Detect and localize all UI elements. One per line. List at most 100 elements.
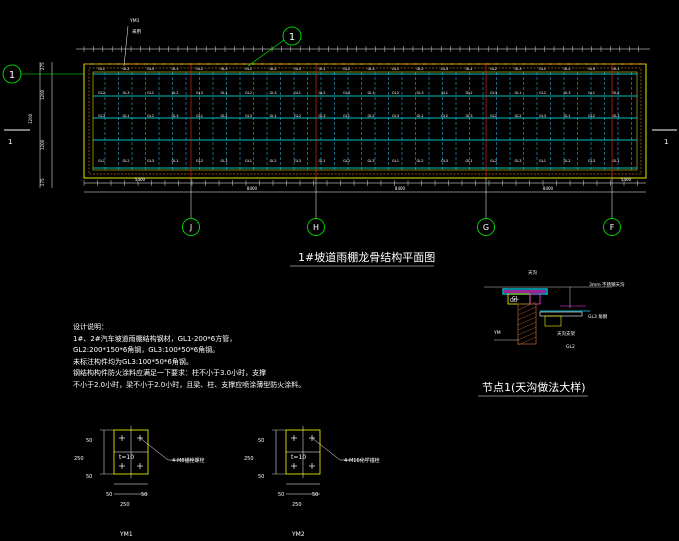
svg-text:GL3: GL3 — [368, 67, 375, 71]
svg-text:GL3: GL3 — [368, 159, 375, 163]
top-label: YM1 — [129, 18, 140, 24]
svg-text:GL2: GL2 — [270, 159, 277, 163]
plate2-bolt: 4-M16化学锚栓 — [344, 457, 380, 464]
purlins — [104, 72, 632, 170]
svg-text:GL1: GL1 — [196, 114, 203, 118]
notes-heading: 设计说明： — [73, 323, 108, 331]
dim-l2: 1200 — [40, 89, 45, 100]
svg-text:GL3: GL3 — [588, 67, 595, 71]
svg-text:GL3: GL3 — [588, 159, 595, 163]
svg-text:GL1: GL1 — [466, 159, 473, 163]
svg-text:GL2: GL2 — [613, 91, 620, 95]
svg-text:GL3: GL3 — [98, 114, 105, 118]
svg-text:H: H — [313, 223, 319, 232]
dim-l4: 1200 — [40, 139, 45, 150]
svg-text:GL3: GL3 — [441, 159, 448, 163]
svg-text:GL2: GL2 — [270, 67, 277, 71]
svg-text:GL1: GL1 — [613, 67, 620, 71]
plate1-t: t=10 — [119, 454, 134, 461]
svg-text:GL2: GL2 — [515, 114, 522, 118]
dim-l5: 275 — [40, 178, 45, 186]
svg-text:GL2: GL2 — [417, 159, 424, 163]
canopy-frame-outer — [83, 63, 647, 179]
svg-text:GL2: GL2 — [466, 91, 473, 95]
svg-text:GL2: GL2 — [245, 91, 252, 95]
svg-text:GL1: GL1 — [539, 67, 546, 71]
svg-text:GL2: GL2 — [441, 114, 448, 118]
plate1-dim-b2: 50 — [141, 492, 147, 498]
plate2-name: YM2 — [291, 531, 305, 538]
dim-l3: 1200 — [28, 113, 33, 124]
svg-text:GL3: GL3 — [294, 67, 301, 71]
section-right: 1 — [664, 138, 668, 146]
svg-text:GL1: GL1 — [392, 67, 399, 71]
plate1-name: YM1 — [119, 531, 133, 538]
svg-text:GL2: GL2 — [123, 159, 130, 163]
section-left: 1 — [8, 138, 12, 146]
node-label-ym: YM — [493, 330, 501, 336]
plate2-dim-b2: 50 — [312, 492, 318, 498]
svg-text:GL3: GL3 — [294, 159, 301, 163]
plate1-dim-bot: 50 — [86, 474, 92, 480]
plate2-dim-b1: 50 — [278, 492, 284, 498]
svg-text:GL1: GL1 — [368, 91, 375, 95]
base-plate-ym2 — [272, 426, 366, 495]
svg-text:GL3: GL3 — [466, 114, 473, 118]
callout-left-num: 1 — [9, 70, 15, 81]
notes-line-5: 不小于2.0小时，梁不小于2.0小时，且梁、柱、支撑应喷涂薄型防火涂料。 — [73, 380, 306, 389]
svg-text:GL3: GL3 — [221, 67, 228, 71]
svg-text:GL1: GL1 — [392, 159, 399, 163]
svg-text:GL2: GL2 — [147, 114, 154, 118]
notes-line-4: 钢结构构件防火涂料应满足一下要求：柱不小于3.0小时，支撑 — [73, 369, 267, 377]
plate1-dim-mid: 250 — [74, 456, 84, 462]
svg-text:GL3: GL3 — [221, 159, 228, 163]
svg-text:GL2: GL2 — [98, 91, 105, 95]
base-plate-ym1 — [100, 426, 194, 495]
svg-text:GL3: GL3 — [417, 91, 424, 95]
svg-text:GL1: GL1 — [319, 67, 326, 71]
svg-text:GL1: GL1 — [343, 114, 350, 118]
svg-text:GL3: GL3 — [564, 91, 571, 95]
svg-text:GU: GU — [510, 298, 518, 304]
dim-l1: 275 — [40, 62, 45, 70]
svg-text:F: F — [610, 223, 615, 232]
svg-text:GL1: GL1 — [588, 91, 595, 95]
svg-text:GL1: GL1 — [490, 114, 497, 118]
svg-text:GL1: GL1 — [98, 67, 105, 71]
plate2-dim-top: 50 — [258, 438, 264, 444]
svg-text:GL1: GL1 — [245, 67, 252, 71]
svg-text:GL1: GL1 — [564, 114, 571, 118]
svg-text:GL2: GL2 — [588, 114, 595, 118]
plate1-dim-b1: 50 — [106, 492, 112, 498]
svg-text:GL3: GL3 — [392, 114, 399, 118]
svg-text:J: J — [189, 223, 192, 232]
top-dimension-ticks — [83, 46, 639, 52]
horizontal-beams — [93, 73, 637, 169]
svg-text:GL1: GL1 — [221, 91, 228, 95]
svg-text:GL2: GL2 — [490, 159, 497, 163]
node-label-gl: GL — [512, 296, 519, 302]
plate2-t: t=10 — [291, 454, 306, 461]
svg-text:GL1: GL1 — [98, 159, 105, 163]
node-label-plate: 3mm 不锈钢天沟 — [589, 281, 625, 288]
svg-text:GL2: GL2 — [539, 91, 546, 95]
plate2-dim-mid: 250 — [244, 456, 254, 462]
svg-text:GL2: GL2 — [196, 159, 203, 163]
svg-text:GL3: GL3 — [270, 91, 277, 95]
svg-text:GL3: GL3 — [539, 114, 546, 118]
svg-text:GL3: GL3 — [319, 114, 326, 118]
dim-b3: 8400 — [395, 186, 406, 191]
bottom-dimension-ticks — [83, 180, 638, 186]
node-label-drain: 天沟 — [528, 269, 537, 276]
top-label-2: 采用 — [132, 28, 141, 35]
callout-top-num: 1 — [289, 32, 295, 43]
plate2-dim-w: 250 — [292, 502, 302, 508]
svg-text:GL3: GL3 — [441, 67, 448, 71]
drawing-title: 1#坡道雨棚龙骨结构平面图 — [298, 250, 435, 264]
plate1-dim-top: 50 — [86, 438, 92, 444]
svg-text:GL2: GL2 — [368, 114, 375, 118]
svg-text:GL3: GL3 — [147, 159, 154, 163]
svg-text:GL2: GL2 — [343, 67, 350, 71]
